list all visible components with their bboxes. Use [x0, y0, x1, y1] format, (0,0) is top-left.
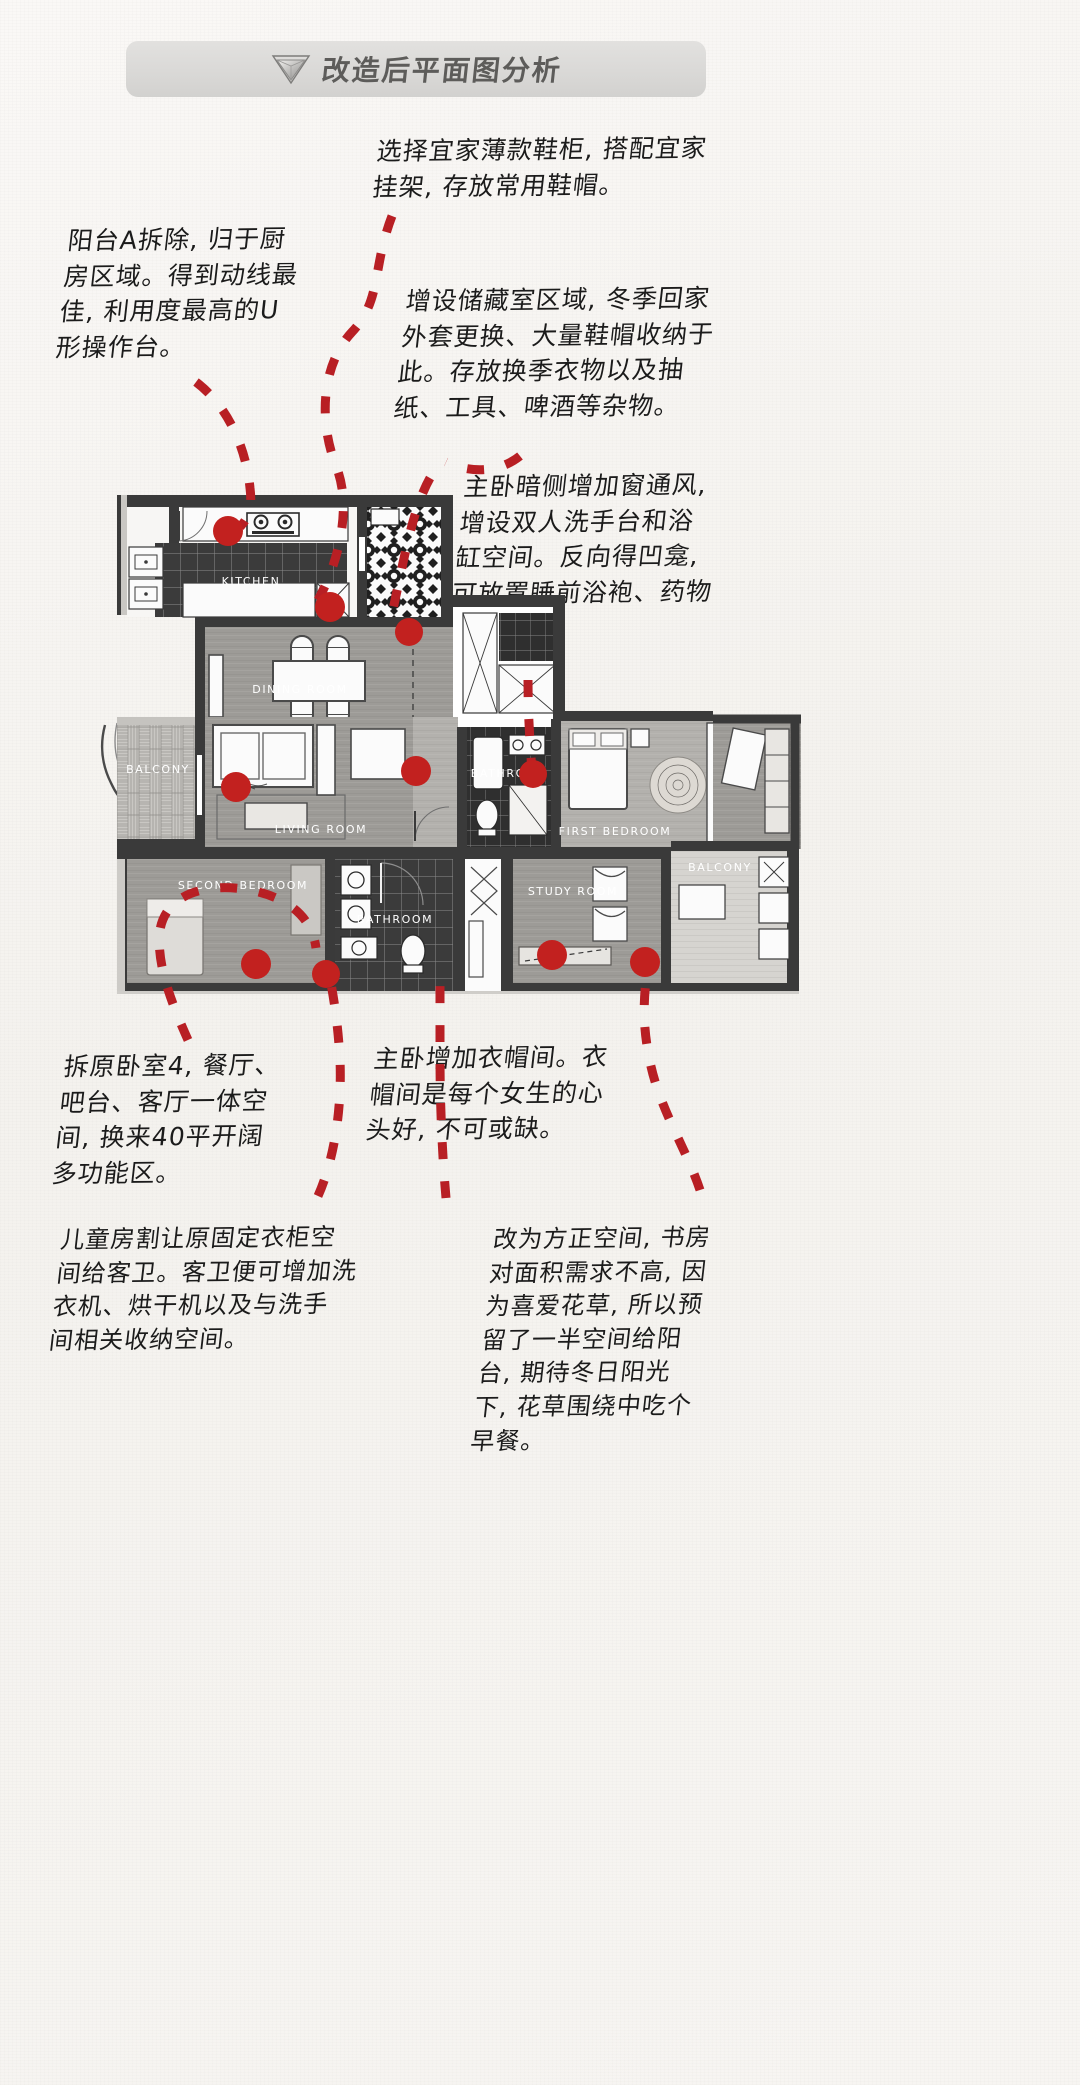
first-bedroom-zone: FIRST BEDROOM — [551, 711, 726, 849]
corridor-lower — [453, 859, 513, 991]
corridor-upper — [453, 595, 565, 727]
annotation-master-cloakroom: 主卧增加衣帽间。衣 帽间是每个女生的心 头好, 不可或缺。 — [364, 1042, 610, 1145]
annotation-kids-room-wardrobe: 儿童房割让原固定衣柜空 间给客卫。客卫便可增加洗 衣机、烘干机以及与洗手 间相关… — [47, 1222, 359, 1355]
study-room-zone: STUDY ROOM — [513, 859, 661, 993]
annotation-shoe-cabinet: 选择宜家薄款鞋柜, 搭配宜家 挂架, 存放常用鞋帽。 — [371, 133, 709, 202]
room-label-first-bedroom: FIRST BEDROOM — [559, 825, 672, 838]
annotation-balcony-a-removed: 阳台A拆除, 归于厨 房区域。得到动线最 佳, 利用度最高的U 形操作台。 — [54, 224, 300, 362]
balcony-right-zone: BALCONY — [661, 841, 799, 993]
second-bedroom-zone: SECOND BEDROOM — [117, 859, 325, 993]
entry-foyer — [357, 495, 453, 619]
bathroom-main-zone: BATHROOM — [457, 727, 551, 849]
floor-plan-svg: KITCHEN DINING ROOM — [100, 495, 801, 994]
dining-zone: DINING ROOM — [195, 617, 453, 727]
page-title: 改造后平面图分析 — [320, 54, 564, 87]
room-label-bathroom-guest: BATHROOM — [357, 913, 433, 926]
room-label-second-bedroom: SECOND BEDROOM — [178, 879, 308, 892]
diamond-gem-icon — [270, 52, 312, 86]
room-label-bathroom-main: BATHROOM — [471, 767, 547, 780]
room-label-study-room: STUDY ROOM — [528, 885, 618, 898]
room-label-dining-room: DINING ROOM — [252, 683, 348, 696]
connector-storage-lead — [444, 452, 523, 475]
floor-plan: KITCHEN DINING ROOM — [95, 485, 825, 1010]
room-label-balcony-right: BALCONY — [688, 861, 752, 874]
room-label-balcony-left: BALCONY — [126, 763, 190, 776]
bathroom-guest-zone: BATHROOM — [325, 859, 453, 991]
living-zone: LIVING ROOM — [205, 717, 458, 847]
balcony-left-zone: BALCONY — [100, 717, 213, 849]
annotation-storage-room: 增设储藏室区域, 冬季回家 外套更换、大量鞋帽收纳于 此。存放换季衣物以及抽 纸… — [392, 283, 716, 423]
annotation-open-multifunction: 拆原卧室4, 餐厅、 吧台、客厅一体空 间, 换来40平开阔 多功能区。 — [50, 1050, 283, 1188]
cloakroom-zone — [713, 714, 801, 849]
annotation-study-balcony: 改为方正空间, 书房 对面积需求不高, 因 为喜爱花草, 所以预 留了一半空间给… — [469, 1223, 713, 1456]
kitchen-zone: KITCHEN — [117, 495, 367, 618]
room-label-living-room: LIVING ROOM — [275, 823, 367, 836]
room-label-kitchen: KITCHEN — [222, 575, 281, 588]
page-title-bar: 改造后平面图分析 — [126, 41, 706, 97]
